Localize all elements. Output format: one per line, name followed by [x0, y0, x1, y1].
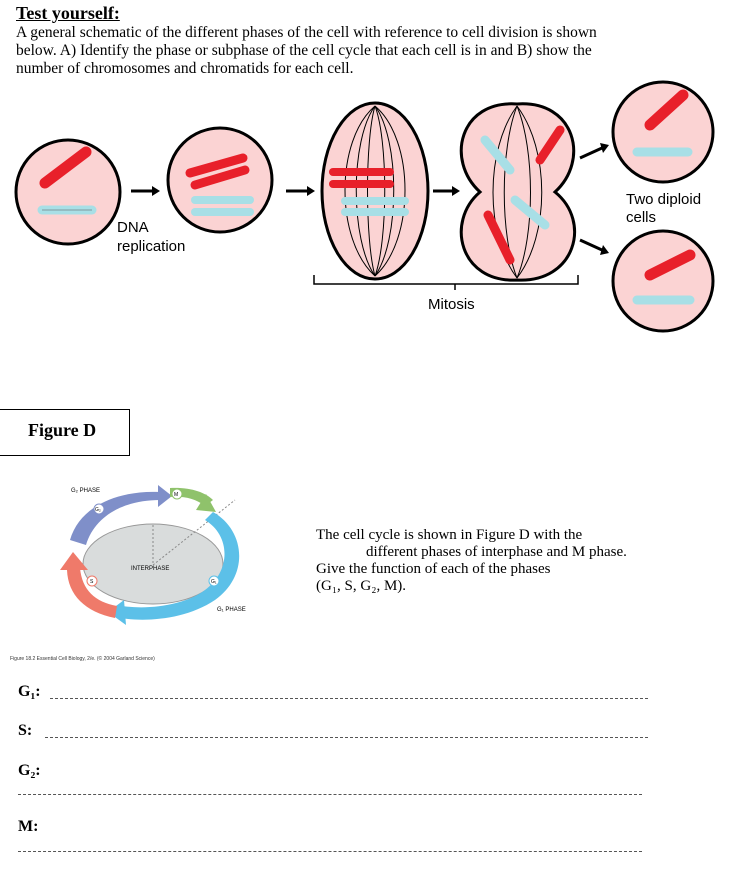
arrow-icon: [579, 238, 603, 252]
g1-phase-label: G₁ PHASE: [217, 607, 246, 613]
two-diploid-label: Two diploid: [626, 191, 701, 208]
intro-line: below. A) Identify the phase or subphase…: [16, 42, 592, 59]
s-badge: S: [90, 579, 94, 585]
cycle-text-line: The cell cycle is shown in Figure D with…: [316, 527, 583, 543]
m-badge: M: [174, 492, 178, 498]
cycle-text-line: (G₁, S, G₂, M).: [316, 578, 407, 594]
question-s-label: S:: [18, 722, 33, 739]
cell-replicated: [166, 126, 274, 234]
figure-caption: Figure 18.2 Essential Cell Biology, 2/e.…: [10, 656, 155, 662]
figure-label-text: Figure D: [28, 420, 97, 440]
s-arc: [67, 568, 117, 618]
cell-division-schematic: DNA replication: [14, 80, 715, 333]
intro-line: number of chromosomes and chromatids for…: [16, 60, 354, 77]
g1-arc: [120, 512, 240, 620]
question-g1-label: G₁:: [18, 683, 41, 700]
question-m-label: M:: [18, 818, 39, 835]
replication-label: replication: [117, 238, 185, 255]
answer-line-g2[interactable]: [18, 794, 642, 795]
cell-metaphase: [320, 101, 430, 281]
heading: Test yourself:: [16, 3, 120, 23]
cell-interphase: [14, 138, 122, 246]
interphase-label: INTERPHASE: [131, 566, 169, 572]
cell-cycle-diagram: G₂ PHASE G₂ M INTERPHASE S G₁ G₁ PHASE: [60, 485, 246, 625]
cells-label: cells: [626, 209, 656, 226]
g2-badge: G₂: [95, 507, 101, 513]
g2-phase-label: G₂ PHASE: [71, 488, 100, 494]
intro-line: A general schematic of the different pha…: [16, 24, 597, 41]
answer-line-g1[interactable]: [50, 698, 648, 699]
daughter-cell-bottom: [611, 229, 715, 333]
cell-anaphase: [459, 102, 577, 282]
g2-arc: [70, 491, 160, 545]
cycle-text-line: different phases of interphase and M pha…: [366, 544, 627, 560]
answer-line-m[interactable]: [18, 851, 642, 852]
g1-badge: G₁: [211, 579, 217, 585]
intro-text: A general schematic of the different pha…: [16, 24, 676, 78]
cycle-description: The cell cycle is shown in Figure D with…: [316, 527, 666, 595]
answer-line-s[interactable]: [45, 737, 648, 738]
cycle-text-line: Give the function of each of the phases: [316, 561, 551, 577]
mitosis-label: Mitosis: [428, 296, 475, 313]
arrow-icon: [579, 146, 603, 160]
dna-label: DNA: [117, 219, 149, 236]
question-g2-label: G₂:: [18, 762, 41, 779]
figure-label: Figure D: [0, 409, 130, 456]
daughter-cell-top: [611, 80, 715, 184]
